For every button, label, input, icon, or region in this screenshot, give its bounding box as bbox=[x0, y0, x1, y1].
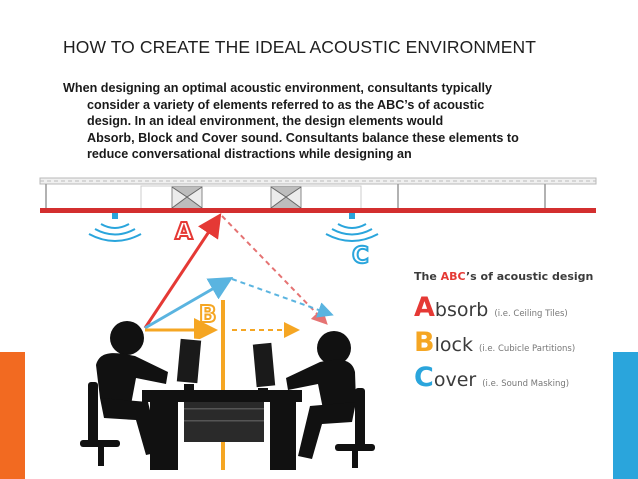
ceiling-line bbox=[40, 208, 596, 213]
legend-title-abc: ABC bbox=[440, 270, 466, 283]
body-line: Absorb, Block and Cover sound. Consultan… bbox=[87, 130, 519, 145]
legend-word-cover: over bbox=[433, 369, 477, 391]
ceiling-grid bbox=[39, 177, 597, 213]
sound-masking-speaker-right bbox=[325, 213, 379, 242]
legend-title: The ABC’s of acoustic design bbox=[414, 270, 593, 283]
legend-note-absorb: (i.e. Ceiling Tiles) bbox=[494, 309, 568, 319]
legend-item-cover: Cover (i.e. Sound Masking) bbox=[414, 362, 569, 393]
desk bbox=[142, 390, 302, 470]
cubicle-partition bbox=[221, 300, 225, 470]
legend-note-cover: (i.e. Sound Masking) bbox=[482, 379, 570, 389]
legend-item-absorb: Absorb (i.e. Ceiling Tiles) bbox=[414, 292, 568, 323]
legend-note-block: (i.e. Cubicle Partitions) bbox=[478, 344, 576, 354]
label-b: B bbox=[199, 302, 217, 328]
sound-masking-speaker-left bbox=[88, 213, 142, 242]
body-line: consider a variety of elements referred … bbox=[87, 97, 485, 112]
label-c: C bbox=[352, 243, 369, 269]
ceiling-tiles bbox=[171, 186, 302, 209]
legend-word-absorb: bsorb bbox=[434, 299, 489, 321]
body-line: When designing an optimal acoustic envir… bbox=[63, 81, 492, 95]
right-monitor bbox=[251, 341, 277, 394]
label-a: A bbox=[175, 219, 193, 245]
right-worker-silhouette bbox=[286, 331, 375, 468]
right-accent-bar bbox=[613, 352, 638, 479]
legend-letter-c: C bbox=[414, 362, 434, 393]
left-monitor bbox=[175, 337, 203, 390]
legend-item-block: Block (i.e. Cubicle Partitions) bbox=[414, 327, 575, 358]
abc-legend: The ABC’s of acoustic design Absorb (i.e.… bbox=[414, 270, 593, 393]
page-title: HOW TO CREATE THE IDEAL ACOUSTIC ENVIRON… bbox=[63, 37, 537, 57]
sound-paths bbox=[143, 213, 334, 342]
legend-letter-a: A bbox=[414, 292, 435, 323]
body-line: reduce conversational distractions while… bbox=[87, 147, 412, 161]
legend-title-prefix: The bbox=[414, 270, 441, 283]
legend-letter-b: B bbox=[414, 327, 435, 358]
left-accent-bar bbox=[0, 352, 25, 479]
legend-title-suffix: ’s of acoustic design bbox=[466, 270, 594, 283]
body-line: design. In an ideal environment, the des… bbox=[87, 114, 444, 128]
legend-word-block: lock bbox=[434, 334, 473, 356]
body-paragraph: When designing an optimal acoustic envir… bbox=[63, 80, 593, 163]
left-worker-silhouette bbox=[80, 321, 168, 466]
